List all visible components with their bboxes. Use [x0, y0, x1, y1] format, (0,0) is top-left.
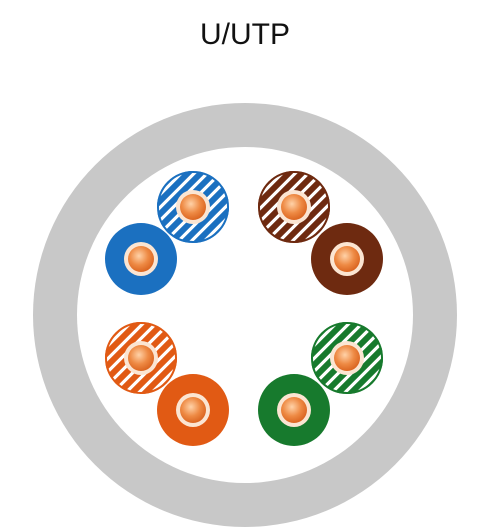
brown-pair-solid-wire	[311, 223, 383, 295]
wire-outline	[157, 171, 229, 243]
copper-core	[128, 246, 154, 272]
copper-core	[180, 194, 206, 220]
green-pair-solid-wire	[258, 374, 330, 446]
copper-core	[334, 345, 360, 371]
blue-pair-striped-wire	[157, 171, 229, 243]
diagram-title: U/UTP	[200, 18, 290, 51]
copper-core	[334, 246, 360, 272]
brown-pair-striped-wire	[258, 171, 330, 243]
copper-core	[180, 397, 206, 423]
orange-pair-solid-wire	[157, 374, 229, 446]
wire-outline	[105, 322, 177, 394]
copper-core	[128, 345, 154, 371]
blue-pair-solid-wire	[105, 223, 177, 295]
wire-outline	[258, 171, 330, 243]
cable-interior	[77, 147, 413, 483]
copper-core	[281, 397, 307, 423]
wire-outline	[311, 322, 383, 394]
wire-group	[105, 171, 383, 446]
green-pair-striped-wire	[311, 322, 383, 394]
orange-pair-striped-wire	[105, 322, 177, 394]
copper-core	[281, 194, 307, 220]
